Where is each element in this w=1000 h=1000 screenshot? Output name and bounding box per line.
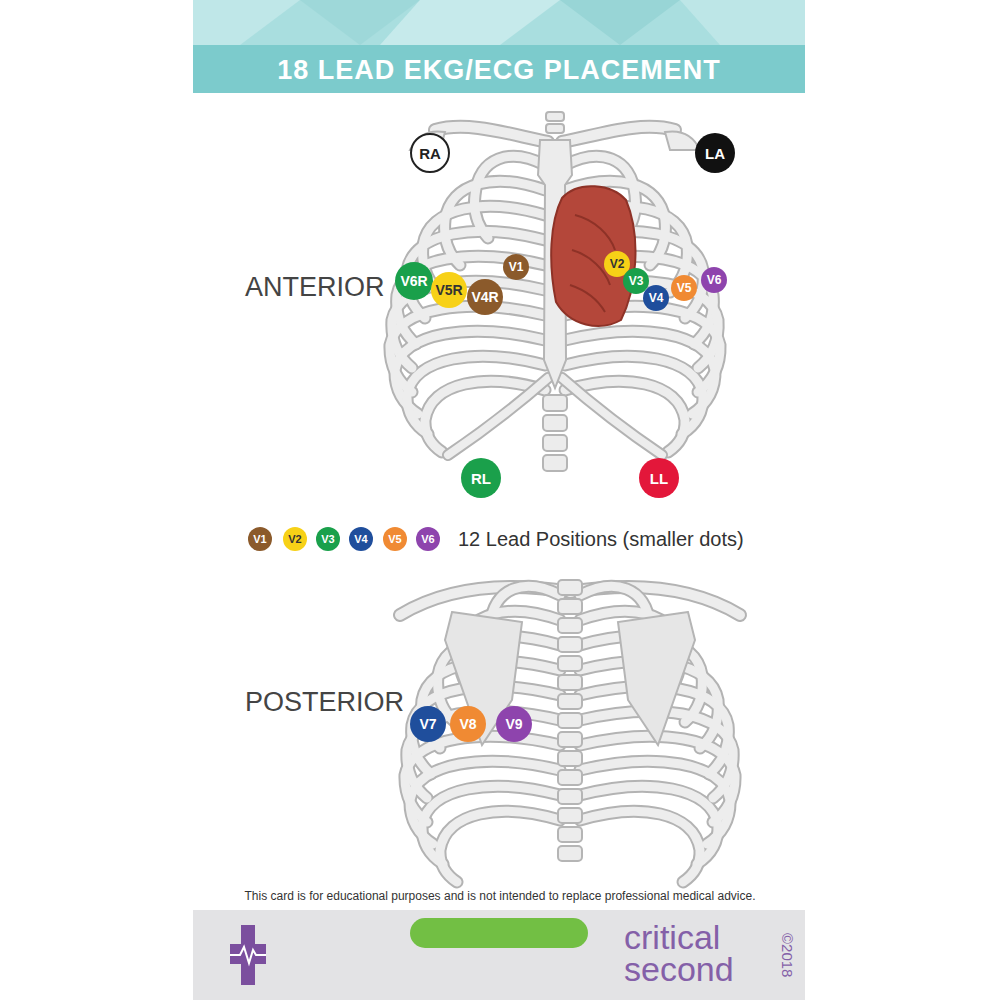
- scapula: [618, 612, 695, 745]
- electrode-dot: RL: [461, 458, 501, 498]
- lead-label: V2: [288, 534, 301, 545]
- logo-cross: [230, 925, 266, 985]
- electrode-dot: V4R: [467, 279, 503, 315]
- lead-label: V6: [421, 534, 434, 545]
- spine: [558, 580, 582, 861]
- lead-label: V9: [505, 717, 522, 731]
- posterior-ribcage: [400, 580, 740, 882]
- title-band: [193, 45, 805, 93]
- copyright: ©2018: [779, 933, 796, 977]
- electrode-dot: V5: [671, 275, 697, 301]
- lead-label: V5R: [435, 283, 462, 297]
- electrode-dot: LA: [695, 133, 735, 173]
- lead-label: V5: [388, 534, 401, 545]
- electrode-dot: V6: [701, 267, 727, 293]
- brand-name: second: [624, 951, 734, 988]
- title-text: 18 LEAD EKG/ECG PLACEMENT: [193, 50, 805, 90]
- scapula: [445, 612, 522, 745]
- lead-label: V4: [649, 292, 664, 304]
- electrode-dot: V5R: [431, 272, 467, 308]
- electrode-dot: LL: [639, 458, 679, 498]
- lead-label: V1: [253, 534, 266, 545]
- electrode-dot: V5: [383, 527, 407, 551]
- lead-label: V5: [677, 282, 692, 294]
- lead-label: RA: [419, 146, 441, 161]
- electrode-dot: V4: [349, 527, 373, 551]
- lead-label: RL: [471, 471, 491, 486]
- lead-label: LA: [705, 146, 725, 161]
- lead-label: V6R: [400, 274, 427, 288]
- lead-label: V6: [707, 274, 722, 286]
- electrode-dot: V8: [450, 706, 486, 742]
- electrode-dot: V2: [283, 527, 307, 551]
- electrode-dot: V3: [316, 527, 340, 551]
- green-pill: [410, 918, 588, 948]
- legend-note: 12 Lead Positions (smaller dots): [458, 528, 744, 550]
- lead-label: V1: [509, 261, 524, 273]
- electrode-dot: V1: [248, 527, 272, 551]
- anterior-ribcage: [390, 112, 720, 471]
- disclaimer: This card is for educational purposes an…: [245, 890, 756, 903]
- lead-label: V7: [419, 717, 436, 731]
- lead-label: V3: [629, 275, 644, 287]
- electrode-dot: V1: [503, 254, 529, 280]
- lead-label: V8: [459, 717, 476, 731]
- electrode-dot: V6R: [395, 262, 433, 300]
- electrode-dot: RA: [410, 133, 450, 173]
- lead-label: LL: [650, 471, 668, 486]
- electrode-dot: V4: [643, 285, 669, 311]
- footer-band: [193, 910, 805, 1000]
- header-pattern: [193, 0, 805, 45]
- view-heading: ANTERIOR: [245, 273, 385, 303]
- lead-label: V4: [354, 534, 367, 545]
- lead-label: V2: [610, 258, 625, 270]
- lead-label: V4R: [471, 290, 498, 304]
- electrode-dot: V6: [416, 527, 440, 551]
- header-band: [193, 0, 805, 93]
- view-heading: POSTERIOR: [245, 688, 404, 718]
- lead-label: V3: [321, 534, 334, 545]
- electrode-dot: V9: [496, 706, 532, 742]
- heart: [551, 186, 635, 326]
- electrode-dot: V7: [410, 706, 446, 742]
